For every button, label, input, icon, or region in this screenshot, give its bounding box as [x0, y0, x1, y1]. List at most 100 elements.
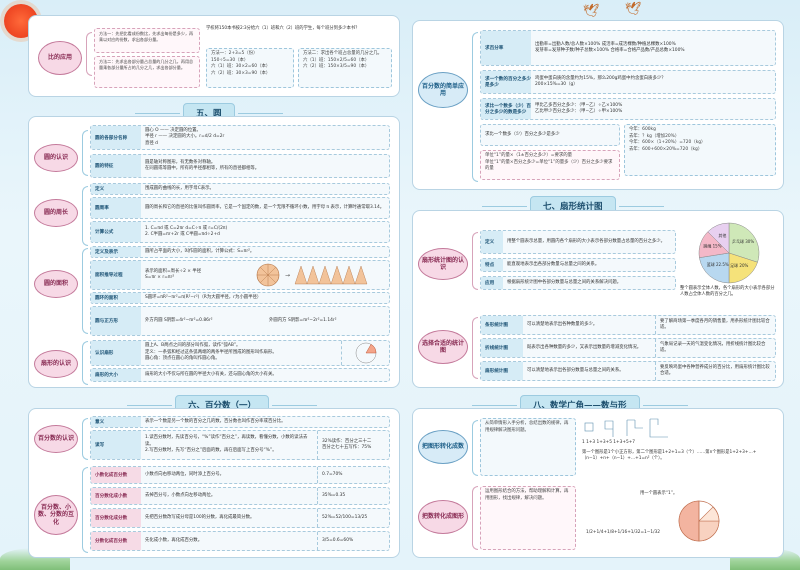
pie-slice — [728, 252, 758, 284]
row-label: 求比一个数多（少）百分之多少的数是多少 — [481, 99, 531, 119]
percent-app-topic: 百分数的简单应用 — [418, 72, 468, 108]
pie-slice-label: 乒乓球 30% — [732, 238, 754, 244]
row-area-def: 定义及表示 圆所占平面的大小，叫作圆的面积，计算公式：S=πr²。 — [90, 246, 390, 258]
row-label: 百分数化成小数 — [91, 488, 141, 504]
row-convert-1: 小数化成百分数 小数点向右移动两位，同时添上百分号。 0.7=70% — [90, 466, 390, 484]
section-title-text: 七、扇形统计图 — [543, 202, 603, 212]
row-example: 3/5=0.6=60% — [317, 532, 389, 550]
shape-to-number-text: 从简单情形入手分析，总结出数的规律，再用规律解决图形问题。 — [480, 418, 576, 476]
percent-convert-topic: 百分数、小数、分数的互化 — [34, 495, 78, 535]
row-line-chart: 折线统计图 既表示出各种数量的多少，又表示出数量的增减变化情况。 气象局记录一天… — [480, 338, 776, 358]
brace — [82, 341, 88, 385]
row-text: 去掉百分号，小数点向左移动两位。 — [145, 492, 216, 498]
area-derive-svg: → — [256, 263, 368, 287]
row-ring-area: 圆环的面积 S圆环=πR²−πr²=π(R²−r²)（R为大圆半径，r为小圆半径… — [90, 292, 390, 304]
row-fan-chart: 扇形统计图 可以清楚地表示出各部分数量与总量之间的关系。 要反映鸡蛋中各种营养成… — [480, 361, 776, 381]
row-sector-size: 扇形的大小 扇形的大小不仅与所在圆的半径大小有关，还与圆心角的大小有关。 — [90, 368, 390, 382]
row-text: 用整个圆表示总量，用圆内各个扇形的大小表示各部分数量占总量的百分之多少。 — [507, 238, 666, 244]
section-title-text: 八、数学广角——数与形 — [533, 401, 627, 411]
row-text: 扇形的大小不仅与所在圆的半径大小有关，还与圆心角的大小有关。 — [145, 371, 277, 377]
row-percent-rw: 读写 1.读百分数时，先读百分号，“%”读作“百分之”，再读数，看懂分数，小数的… — [90, 430, 390, 460]
row-text: 外方内圆 S阴影=4r²−πr²=0.86r² — [145, 317, 213, 323]
row-fan-def: 定义 用整个圆表示总量，用圆内各个扇形的大小表示各部分数量占总量的百分之多少。 — [480, 230, 676, 254]
row-label: 计算公式 — [91, 222, 141, 242]
solution2: 方法二：求出各个班占总量的几分之几。 六（1）班：150×2/5=60（本） 六… — [298, 48, 392, 88]
method2-box: 方法二：先求出各部分量占总量的几分之几，再用总量乘各部分量所占的几分之几，求出各… — [94, 56, 200, 88]
row-text: 圆是轴对称图形，有无数条对称轴。 在同圆或等圆中，所有的半径都相等，所有的直径都… — [145, 159, 260, 171]
brace — [472, 486, 478, 550]
circle-recognize-topic: 圆的认识 — [34, 144, 78, 172]
row-convert-3: 百分数化成分数 先把百分数改写成分母是100的分数，再化成最简分数。 52%=5… — [90, 508, 390, 528]
row-label: 定义 — [481, 231, 503, 253]
area-derive-figure: → — [251, 261, 389, 289]
pie-slice-label: 其他 — [718, 232, 726, 238]
number-to-shape-topic: 把数转化成图形 — [418, 500, 468, 534]
row-label: 圆环的面积 — [91, 293, 141, 303]
row-percent-of: 求一个数的百分之多少是多少 鸡蛋中蛋白质的含量约为15%，那么200g鸡蛋中约含… — [480, 70, 776, 94]
row-percent-def: 意义 表示一个数是另一个数的百分之几的数，百分数也叫作百分率或百分比。 — [90, 416, 390, 428]
row-example: 要反映鸡蛋中各种营养成分的百分比，用扇形统计图比较合适。 — [655, 362, 775, 380]
brace — [472, 420, 478, 476]
row-label: 定义 — [91, 184, 141, 194]
brace — [472, 32, 478, 182]
ratio-problem: 学校将150本书按2∶3分给六（1）班和六（2）班的学生，每个班分到多少本书？ — [206, 26, 360, 31]
number-to-shape-text: 运用图形结合的方法，帮助理解和计算，再用图形，找出规律，解决问题。 — [480, 486, 576, 550]
row-label: 读写 — [91, 431, 141, 459]
row-fan-feature: 特点 能直观地表示出各部分数量与总量之间的关系。 — [480, 258, 676, 272]
brace — [82, 186, 88, 246]
brace — [472, 317, 478, 379]
circle-area-topic: 圆的面积 — [34, 270, 78, 298]
row-pi: 圆周率 圆的周长和它的直径的比值叫作圆周率，它是一个固定的数，是一个无限不循环小… — [90, 197, 390, 219]
row-percent-more: 求比一个数多（少）百分之多少的数是多少 甲比乙多百分之多少：（甲−乙）÷乙×10… — [480, 98, 776, 120]
pie-slices: 乒乓球 30%足球 20%篮球 22.5%跳绳 15%其他 — [698, 222, 760, 284]
brace — [86, 32, 92, 76]
shape-sequence: 1 1+3 1+3+5 1+3+5+7 — [582, 440, 636, 445]
row-label: 面积推导过程 — [91, 261, 141, 289]
math-wide-panel — [412, 408, 784, 558]
row-example: 要了解商场第一季度各月的销售量，用条形统计图比较合适。 — [655, 316, 775, 334]
fraction-equation: 1/2+1/4+1/8+1/16+1/32=1−1/32 — [586, 530, 661, 535]
bird-icon: 🕊 — [583, 4, 600, 19]
sector-topic: 扇形的认识 — [34, 350, 78, 378]
row-text: 外圆内方 S阴影=πr²−2r²=1.14r² — [269, 317, 337, 323]
pie-slice-label: 足球 20% — [730, 262, 748, 268]
row-label: 分数化成百分数 — [91, 532, 141, 550]
row-bar-chart: 条形统计图 可以清楚地表示出各种数量的多少。 要了解商场第一季度各月的销售量，用… — [480, 315, 776, 335]
svg-text:→: → — [285, 272, 290, 279]
row-text: 1.读百分数时，先读百分号，“%”读作“百分之”，再读数，看懂分数，小数的读法去… — [145, 435, 308, 454]
pie-chart: 乒乓球 30%足球 20%篮球 22.5%跳绳 15%其他 — [698, 222, 760, 284]
row-example: 35%=0.35 — [317, 488, 389, 504]
percent-meaning-topic: 百分数的认识 — [34, 425, 78, 453]
row-perimeter-def: 定义 围成圆的曲线的长，用字母C表示。 — [90, 183, 390, 195]
sector-svg — [355, 342, 376, 364]
row-label: 条形统计图 — [481, 316, 523, 334]
ratio-application-topic: 比的应用 — [38, 41, 82, 75]
row-percent-more-amount: 求比一个数多（少）百分之多少是多少 — [480, 124, 620, 146]
row-text: 小数点向右移动两位，同时添上百分号。 — [145, 471, 225, 477]
row-text: S圆环=πR²−πr²=π(R²−r²)（R为大圆半径，r为小圆半径） — [145, 294, 262, 300]
pie-note: 整个圆表示全体人数，各个扇形的大小表示各部分人数占全体人数的百分之几。 — [680, 286, 775, 298]
row-text: 表示一个数是另一个数的百分之几的数，百分数也叫作百分率或百分比。 — [145, 418, 286, 424]
row-text: 先把百分数改写成分母是100的分数，再化成最简分数。 — [145, 514, 255, 520]
section-title-text: 五、圆 — [196, 109, 222, 119]
line-segment-diagram: 今年：600kg 去年：？kg（增加20%） 今年：600×（1+20%）=72… — [624, 124, 776, 176]
row-text: 圆的周长和它的直径的比值叫作圆周率，它是一个固定的数，是一个无限不循环小数，用字… — [145, 204, 385, 210]
row-text: 1. C=πd 或 C=2πr d=C÷π 或 r=C/(2π) 2. C半圆=… — [145, 225, 228, 237]
row-example: 52%=52/100=13/25 — [317, 509, 389, 527]
shape-to-number-detail: 第一个图形是1个小正方形，第二个图形是1+2+1=3（个）……第n个图形是1+2… — [582, 450, 757, 462]
choose-chart-topic: 选择合适的统计图 — [418, 330, 468, 364]
square-pattern-figure — [584, 418, 668, 438]
row-text: 可以清楚地表示出各种数量的多少。 — [527, 321, 598, 327]
sector-figure — [341, 341, 389, 365]
brace — [82, 130, 88, 176]
percent-summary: 单位“1”的量×（1±百分之多少）=要求的量 单位“1”的量×百分之多少=单位“… — [480, 150, 620, 180]
pie-slice-label: 篮球 22.5% — [707, 261, 729, 267]
brace — [82, 467, 88, 553]
row-circle-feature: 圆的特征 圆是轴对称图形，有无数条对称轴。 在同圆或等圆中，所有的半径都相等，所… — [90, 154, 390, 178]
halving-circle — [678, 500, 720, 542]
row-text: 出勤率=出勤人数/总人数×100% 成活率=成活棵数/种植总棵数×100% 发芽… — [535, 41, 685, 53]
row-convert-2: 百分数化成小数 去掉百分号，小数点向左移动两位。 35%=0.35 — [90, 487, 390, 505]
row-text: 表示的面积=周长÷2 × 半径 S=πr × r=πr² — [145, 268, 202, 280]
row-percent-rate: 求百分率 出勤率=出勤人数/总人数×100% 成活率=成活棵数/种植总棵数×10… — [480, 30, 776, 66]
row-label: 圆与正方形 — [91, 307, 141, 335]
